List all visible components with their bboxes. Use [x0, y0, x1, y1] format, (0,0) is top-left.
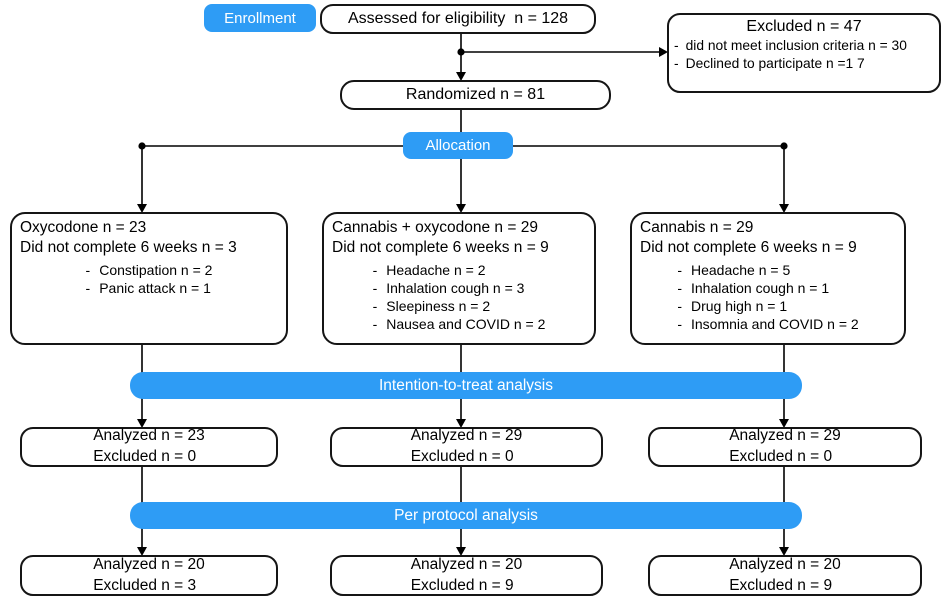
- dropout-reason: - Insomnia and COVID n = 2: [677, 315, 858, 333]
- analyzed-text: Analyzed n = 20: [93, 555, 205, 573]
- excluded-text: Excluded n = 9: [410, 576, 514, 594]
- arm-box-cannabis-oxycodone: Cannabis + oxycodone n = 29 Did not comp…: [322, 212, 596, 345]
- dropout-reason-text: Constipation n = 2: [99, 261, 213, 278]
- itt-box-cannabis: Analyzed n = 29 Excluded n = 0: [648, 427, 922, 467]
- analyzed-text: Analyzed n = 29: [410, 427, 523, 445]
- bullet-dash: -: [677, 280, 682, 297]
- dropout-reason: - Sleepiness n = 2: [373, 297, 546, 315]
- assessed-text: Assessed for eligibility n = 128: [347, 10, 569, 27]
- dropout-reason: - Nausea and COVID n = 2: [373, 315, 546, 333]
- bullet-dash: -: [372, 261, 378, 278]
- per-protocol-analysis-bar: Per protocol analysis: [130, 502, 802, 529]
- bullet-dash: -: [677, 298, 682, 315]
- pp-box-oxycodone: Analyzed n = 20 Excluded n = 3: [20, 555, 278, 596]
- dropout-reason-text: Nausea and COVID n = 2: [386, 316, 546, 333]
- analyzed-text: Analyzed n = 20: [729, 555, 841, 573]
- analyzed-text: Analyzed n = 29: [729, 427, 841, 445]
- arm-reasons: - Headache n = 5 - Inhalation cough n = …: [640, 261, 896, 335]
- analyzed-text: Analyzed n = 23: [93, 427, 205, 445]
- bullet-dash: -: [85, 261, 91, 278]
- itt-box-cannabis-oxycodone: Analyzed n = 29 Excluded n = 0: [330, 427, 603, 467]
- itt-analysis-bar: Intention-to-treat analysis: [130, 372, 802, 399]
- arm-title: Cannabis + oxycodone n = 29: [332, 219, 538, 236]
- bullet-dash: -: [372, 316, 378, 333]
- bullet-dash: -: [677, 261, 682, 278]
- pp-box-cannabis-oxycodone: Analyzed n = 20 Excluded n = 9: [330, 555, 603, 596]
- bullet-dash: -: [677, 316, 682, 333]
- assessed-box: Assessed for eligibility n = 128: [320, 4, 596, 34]
- bullet-dash: -: [372, 280, 378, 297]
- dropout-reason: - Inhalation cough n = 1: [677, 279, 858, 297]
- dropout-reason: - Panic attack n = 1: [86, 279, 213, 297]
- dropout-reason-text: Inhalation cough n = 1: [690, 280, 830, 297]
- pp-box-cannabis: Analyzed n = 20 Excluded n = 9: [648, 555, 922, 596]
- excluded-box: Excluded n = 47 - did not meet inclusion…: [667, 13, 941, 93]
- excluded-text: Excluded n = 0: [93, 448, 197, 465]
- excluded-text: Excluded n = 9: [729, 576, 833, 594]
- excluded-reason: - Declined to participate n =1 7: [674, 55, 935, 73]
- dropout-reason-text: Sleepiness n = 2: [386, 298, 491, 315]
- randomized-text: Randomized n = 81: [405, 86, 546, 103]
- allocation-stage-badge: Allocation: [403, 132, 513, 159]
- excluded-reasons: - did not meet inclusion criteria n = 30…: [669, 37, 939, 75]
- arm-box-cannabis: Cannabis n = 29 Did not complete 6 weeks…: [630, 212, 906, 345]
- arm-dropout: Did not complete 6 weeks n = 3: [20, 239, 237, 257]
- dropout-reason: - Inhalation cough n = 3: [373, 279, 546, 297]
- excluded-reason-text: did not meet inclusion criteria n = 30: [685, 38, 907, 53]
- bullet-dash: -: [372, 298, 378, 315]
- dropout-reason-text: Insomnia and COVID n = 2: [690, 316, 859, 333]
- dropout-reason-text: Drug high n = 1: [690, 298, 788, 315]
- randomized-box: Randomized n = 81: [340, 80, 611, 110]
- dropout-reason-text: Headache n = 5: [690, 261, 791, 278]
- dropout-reason-text: Headache n = 2: [386, 261, 486, 278]
- dropout-reason: - Headache n = 5: [677, 261, 858, 279]
- excluded-reason: - did not meet inclusion criteria n = 30: [674, 37, 935, 55]
- arm-title: Cannabis n = 29: [640, 219, 754, 236]
- excluded-text: Excluded n = 0: [729, 448, 833, 465]
- dropout-reason: - Drug high n = 1: [677, 297, 858, 315]
- dropout-reason-text: Panic attack n = 1: [99, 280, 211, 297]
- dropout-reason: - Constipation n = 2: [86, 261, 213, 279]
- analyzed-text: Analyzed n = 20: [410, 555, 523, 573]
- arm-reasons: - Constipation n = 2 - Panic attack n = …: [20, 261, 278, 298]
- bullet-dash: -: [85, 280, 91, 297]
- arm-dropout: Did not complete 6 weeks n = 9: [640, 239, 857, 257]
- excluded-text: Excluded n = 0: [410, 448, 514, 465]
- arm-reasons: - Headache n = 2 - Inhalation cough n = …: [332, 261, 586, 335]
- excluded-title: Excluded n = 47: [746, 18, 862, 35]
- bullet-dash: -: [674, 38, 679, 53]
- excluded-reason-text: Declined to participate n =1 7: [685, 55, 865, 71]
- arm-title: Oxycodone n = 23: [20, 219, 147, 236]
- arm-dropout: Did not complete 6 weeks n = 9: [332, 239, 549, 257]
- bullet-dash: -: [674, 55, 679, 71]
- dropout-reason: - Headache n = 2: [373, 261, 546, 279]
- arm-box-oxycodone: Oxycodone n = 23 Did not complete 6 week…: [10, 212, 288, 345]
- enrollment-stage-badge: Enrollment: [204, 4, 316, 32]
- excluded-text: Excluded n = 3: [93, 576, 197, 594]
- dropout-reason-text: Inhalation cough n = 3: [386, 280, 525, 297]
- itt-box-oxycodone: Analyzed n = 23 Excluded n = 0: [20, 427, 278, 467]
